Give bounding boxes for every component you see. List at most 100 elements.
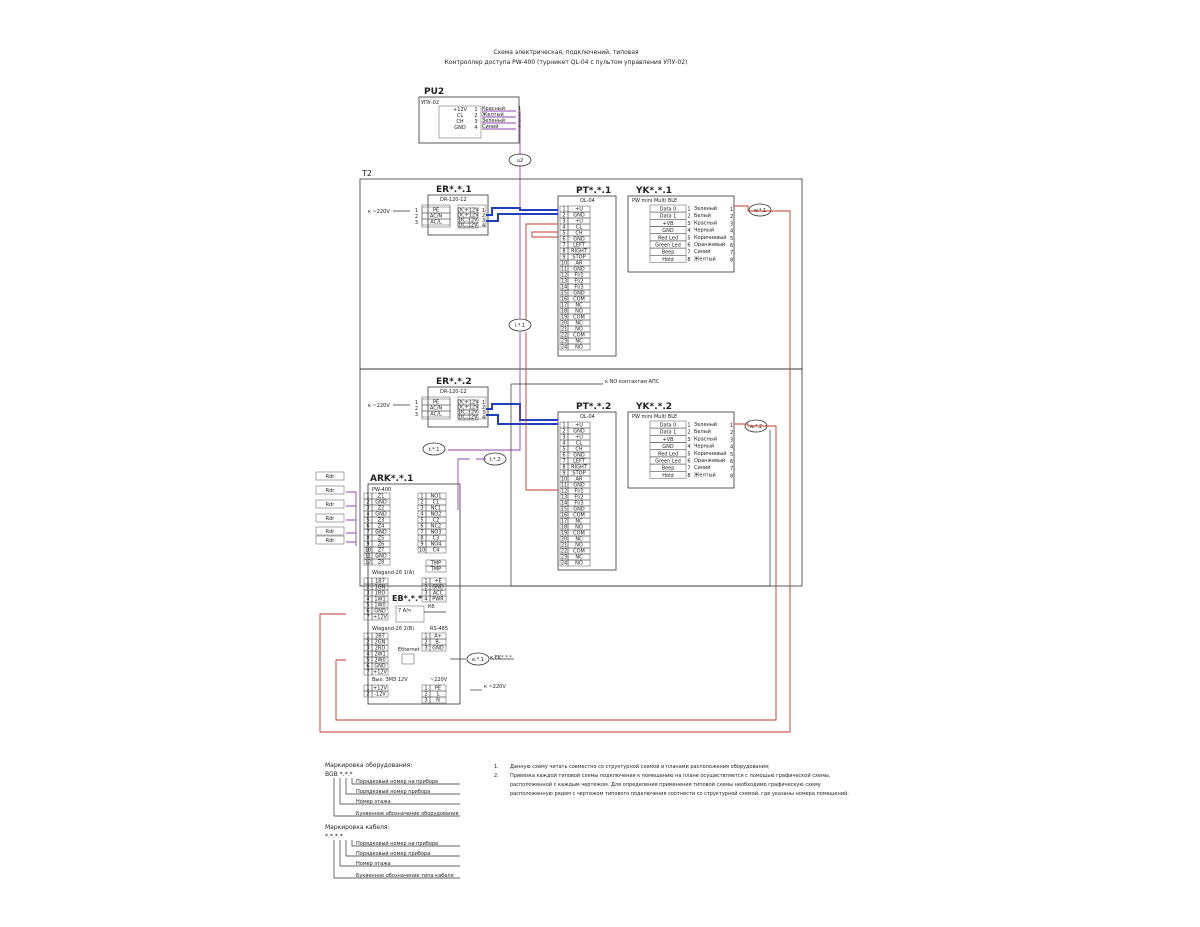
pu2-pin-label: CL: [457, 113, 463, 119]
yk2-wire-color: Коричневый: [694, 450, 726, 457]
er1-input-pin-label: PE: [433, 208, 439, 214]
er2-input-pin-label: PE: [433, 400, 439, 406]
er2-input-num: 2: [415, 406, 418, 412]
pt2-pin-num: 9: [562, 471, 565, 477]
note-2-line-2: расположенной с каждым чертежом. Для опр…: [510, 781, 821, 788]
pt2-pin-num: 1: [562, 423, 565, 429]
ark-left-pin-label: GND: [375, 530, 387, 536]
ark-rs485-pin-num: 3: [424, 646, 427, 652]
note-2-number: 2.: [494, 773, 499, 779]
pt1-pin-label: FI/3: [574, 285, 583, 291]
pt2-pin-num: 7: [562, 459, 565, 465]
pu2-pin-label: GND: [454, 125, 466, 131]
ark-title: ARK*.*.1: [370, 474, 413, 484]
pt2-pin-num: 8: [562, 465, 565, 471]
yk1-wire-color: Черный: [694, 227, 714, 234]
reader-label: Rdr: [326, 538, 336, 544]
pt2-pin-num: 19: [561, 531, 567, 537]
pt2-pin-label: COM: [573, 513, 585, 519]
yk1-terminal-num: 6: [730, 243, 733, 249]
ark-aux-pin-label: +E: [434, 579, 441, 585]
pt2-pin-label: NC: [575, 537, 583, 543]
pt1-pin-num: 12: [561, 273, 567, 279]
ark-wiegand2-pin-label: +12V: [373, 670, 388, 676]
yk1-pin-num: 5: [687, 235, 690, 241]
ark-left-pin-num: 1: [366, 494, 369, 500]
yk2-terminal-num: 6: [730, 459, 733, 465]
pu2-pin-label: +12V: [453, 107, 468, 113]
pt2-pin-label: NC: [575, 519, 583, 525]
reader-label: Rdr: [326, 502, 336, 508]
er1-output-pin-label: DC+12V: [457, 213, 479, 219]
pt2-pin-label: FI/1: [574, 489, 583, 495]
yk1-pin-num: 3: [687, 221, 690, 227]
yk2-terminal-num: 8: [730, 473, 733, 479]
pt1-pin-label: COM: [573, 315, 585, 321]
pt2-pin-num: 10: [561, 477, 567, 483]
pt1-unit: PT*.*.1 QL-04 +U1GND2+U3CL4CH5GND6LEFT7R…: [557, 186, 617, 357]
ark-wiegand1-pin-label: GND: [374, 609, 386, 615]
ark-wiegand2-pin-num: 1: [366, 634, 369, 640]
cable-tag-t1: [422, 442, 446, 456]
yk2-wire-color: Белый: [694, 428, 711, 435]
eb-kb: Кб: [428, 604, 435, 610]
ark-wiegand1-pin-num: 7: [366, 615, 369, 621]
ark-output-pin-num: 2: [366, 692, 369, 698]
ark-mains-pin-label: PE: [435, 686, 441, 692]
er1-input-pin-label: AC/L: [430, 220, 442, 226]
pt1-pin-label: +U: [575, 207, 583, 213]
ark-aux-pin-label: GND: [432, 585, 444, 591]
yk1-pin-label: Green Led: [655, 243, 681, 249]
cable-legend-title: Маркировка кабеля:: [325, 824, 390, 831]
er2-output-pin-label: DC-12V: [459, 410, 479, 416]
pt2-pin-label: FI/2: [574, 495, 583, 501]
pt2-pin-num: 18: [561, 525, 567, 531]
ark-left-pin-label: GND: [375, 554, 387, 560]
ark-wiegand1-pin-label: 1B7: [375, 579, 385, 585]
ark-wiegand2-pin-label: 2RD: [375, 646, 386, 652]
ark-right-pins: NO11C12NC13NO24C25NC26NO37C38NO49C410TMP…: [417, 492, 447, 573]
ark-wiegand2-pin-num: 2: [366, 640, 369, 646]
ark-wiegand1-pin-num: 2: [366, 585, 369, 591]
ark-right-pin-label: NO3: [431, 530, 442, 536]
pt1-title: PT*.*.1: [576, 186, 611, 196]
wiring: [319, 110, 791, 733]
pt1-pin-label: NC: [575, 321, 583, 327]
er2-output-pin-label: DC+12V: [457, 405, 479, 411]
pt1-pin-num: 18: [561, 309, 567, 315]
er2-output-pin-label: DC+12V: [457, 400, 479, 406]
yk2-terminal-num: 7: [730, 466, 733, 472]
pt2-pin-num: 17: [561, 519, 567, 525]
pt1-pin-label: CH: [575, 231, 582, 237]
reader-label: Rdr: [326, 474, 336, 480]
pt1-pin-label: NO: [575, 327, 583, 333]
pt2-pin-num: 14: [561, 501, 567, 507]
ethernet-port-icon: [401, 653, 415, 665]
ark-right-pin-num: 10: [419, 548, 425, 554]
ark-left-pin-label: GND: [375, 512, 387, 518]
ark-right-pin-num: 5: [420, 518, 423, 524]
ark-mains-pin-label: N: [436, 698, 440, 704]
pt1-pin-num: 24: [561, 345, 567, 351]
ark-wiegand1-pin-label: 1W0: [374, 603, 385, 609]
yk1-pin-label: +VB: [662, 221, 674, 227]
ark-left-pin-label: Z5: [378, 536, 385, 542]
yk1-wire-color: Желтый: [694, 255, 716, 262]
equipment-legend-code: BGB *.*.*: [325, 771, 353, 778]
pt2-pin-label: RIGHT: [571, 465, 588, 471]
yk2-pin-num: 7: [687, 466, 690, 472]
pt2-pin-num: 21: [561, 543, 567, 549]
ark-right-pin-num: 2: [420, 500, 423, 506]
note-2-line-3: расположенную рядом с чертежом типового …: [510, 790, 849, 797]
ark-tmp-label: TMP: [430, 561, 441, 567]
yk2-pin-num: 1: [687, 423, 690, 429]
ark-mains-pin-num: 1: [424, 686, 427, 692]
er2-output-pin-label: DC-12V: [459, 415, 479, 421]
er1-model: DR-120-12: [440, 197, 467, 203]
